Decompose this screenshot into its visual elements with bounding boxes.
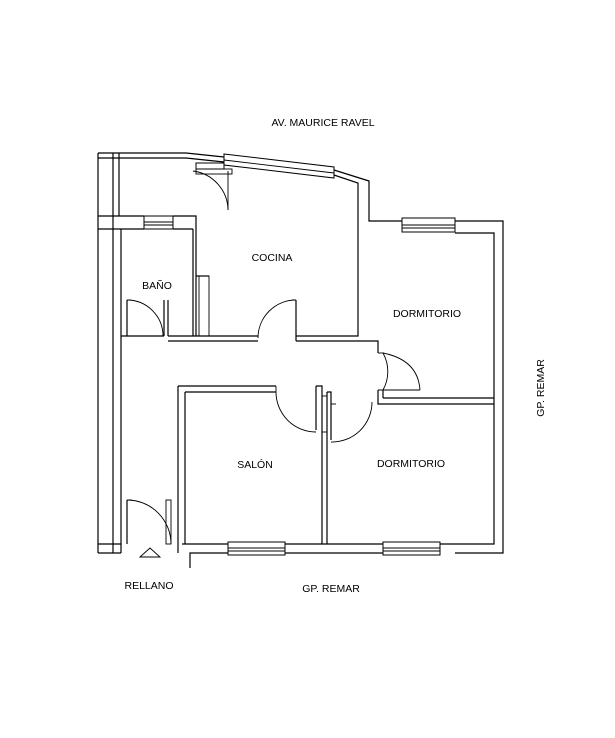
room-label-bano: BAÑO [142,279,172,292]
room-label-cocina: COCINA [252,252,293,264]
street-bottom-label: GP. REMAR [302,583,360,595]
windows [143,153,456,556]
street-top-label: AV. MAURICE RAVEL [271,117,374,129]
street-right-label: GP. REMAR [535,359,547,417]
room-label-dormitorio-1: DORMITORIO [393,308,461,320]
exterior-walls [97,152,504,568]
interior-walls [98,215,494,553]
doors [126,168,421,545]
landing-label: RELLANO [124,580,173,592]
room-label-dormitorio-2: DORMITORIO [377,458,445,470]
room-label-salon: SALÓN [237,458,273,471]
entrance-arrow-icon [138,547,162,558]
